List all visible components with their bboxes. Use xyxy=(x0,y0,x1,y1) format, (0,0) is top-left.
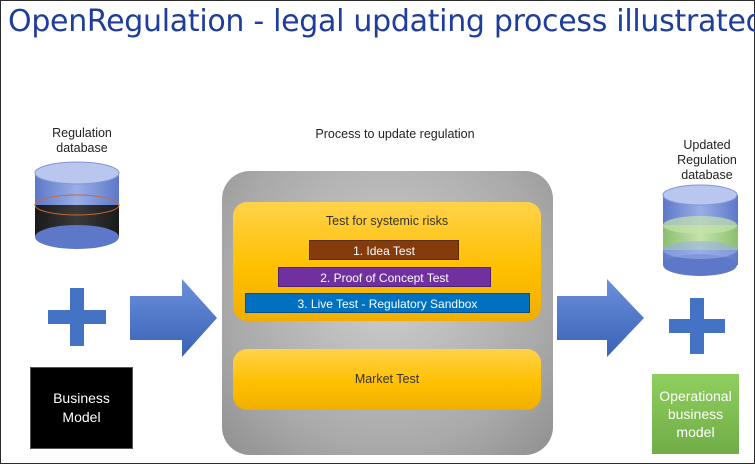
updated-regulation-database-label: Updated Regulation database xyxy=(677,138,737,182)
step-live-test-sandbox: 3. Live Test - Regulatory Sandbox xyxy=(245,293,530,313)
right-arrow-icon-right xyxy=(557,279,644,357)
market-test-box: Market Test xyxy=(233,349,541,410)
process-label: Process to update regulation xyxy=(315,127,475,141)
database-icon-right xyxy=(662,184,738,276)
slide-title: OpenRegulation - legal updating process … xyxy=(8,4,755,39)
regulation-database-label: Regulation database xyxy=(52,126,112,155)
plus-icon-left xyxy=(48,288,106,346)
market-test-label: Market Test xyxy=(354,372,420,386)
step-proof-of-concept-test: 2. Proof of Concept Test xyxy=(278,267,491,287)
systemic-risk-label: Test for systemic risks xyxy=(325,214,449,228)
business-model-box: Business Model xyxy=(30,367,133,449)
right-arrow-icon-left xyxy=(130,279,217,357)
step-idea-test: 1. Idea Test xyxy=(309,240,459,260)
operational-business-model-box: Operational business model xyxy=(652,374,739,454)
plus-icon-right xyxy=(669,298,725,354)
database-icon-left xyxy=(34,161,120,249)
